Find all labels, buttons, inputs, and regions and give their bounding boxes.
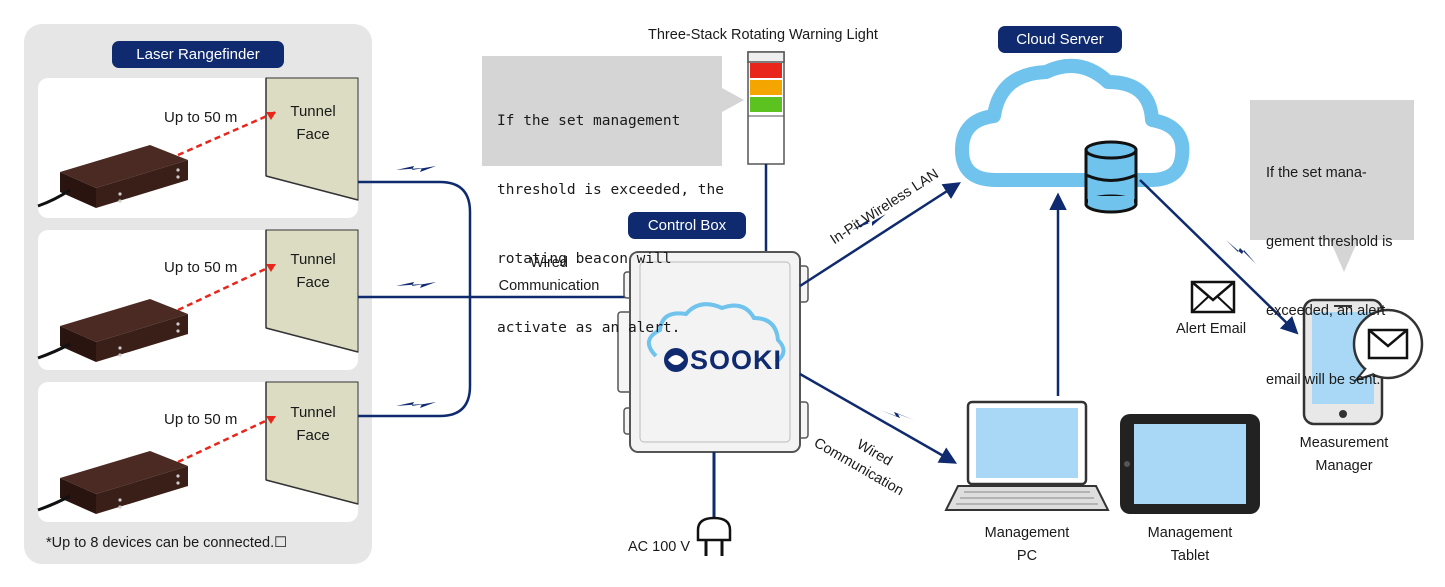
laptop-icon xyxy=(944,400,1110,511)
tunnel-face-line: Tunnel xyxy=(290,251,336,268)
alert-email-label: Alert Email xyxy=(1176,321,1247,337)
warning-callout-text: If the set management threshold is excee… xyxy=(497,64,724,363)
device-label-line: Management xyxy=(984,525,1070,541)
callout-line: threshold is exceeded, the xyxy=(497,182,724,198)
signal-icon xyxy=(880,410,914,420)
callout-line: activate as an alert. xyxy=(497,320,681,336)
wireless-link xyxy=(799,182,961,288)
warning-callout-box xyxy=(482,56,744,166)
laser-device-3 xyxy=(37,451,188,514)
device-count-note: *Up to 8 devices can be connected.☐ xyxy=(46,535,288,551)
callout-line: rotating beacon will xyxy=(497,251,672,267)
control-box xyxy=(617,251,809,453)
callout-line: email will be sent. xyxy=(1266,372,1381,388)
range-label-2: Up to 50 m xyxy=(164,259,238,276)
signal-icon xyxy=(1226,240,1256,264)
callout-line: If the set mana- xyxy=(1266,165,1367,181)
database-icon xyxy=(1084,140,1138,214)
tunnel-face-line: Tunnel xyxy=(290,404,336,421)
rangefinder-unit-1 xyxy=(37,77,359,218)
signal-icon xyxy=(396,166,436,408)
cloud-to-phone-link xyxy=(1139,179,1299,335)
power-label: AC 100 V xyxy=(628,539,691,555)
management-tablet-label: Management Tablet xyxy=(1130,522,1250,568)
warning-light-stack xyxy=(747,51,785,165)
device-label-line: Measurement xyxy=(1299,435,1389,451)
brand-logo: SOOKI xyxy=(690,345,783,375)
tunnel-face-line: Face xyxy=(296,126,330,143)
envelope-icon xyxy=(1190,280,1236,314)
tunnel-face-line: Tunnel xyxy=(290,103,336,120)
rangefinder-unit-2 xyxy=(37,229,359,370)
tunnel-face-label-2: Tunnel Face xyxy=(278,248,348,294)
device-label-line: Manager xyxy=(1315,458,1373,474)
warning-light-title: Three-Stack Rotating Warning Light xyxy=(648,27,878,43)
range-label-1: Up to 50 m xyxy=(164,109,238,126)
wired-label-line: Communication xyxy=(498,278,600,294)
cloud-icon xyxy=(955,59,1190,187)
callout-line: If the set management xyxy=(497,113,681,129)
rangefinder-unit-3 xyxy=(37,381,359,522)
email-callout-box xyxy=(1250,100,1414,272)
measurement-manager-label: Measurement Manager xyxy=(1282,432,1406,478)
signal-icon xyxy=(852,214,886,230)
wired-label-line: Wired xyxy=(530,255,568,271)
tunnel-face-label-1: Tunnel Face xyxy=(278,100,348,146)
power-plug-icon xyxy=(696,452,732,556)
tablet-icon xyxy=(1120,414,1260,514)
wired-communication-left-label: Wired Communication xyxy=(494,252,604,298)
tunnel-face-line: Face xyxy=(296,274,330,291)
control-box-title-badge: Control Box xyxy=(628,212,746,239)
laser-device-1 xyxy=(37,145,188,208)
device-label-line: Tablet xyxy=(1170,548,1210,564)
tunnel-face-label-3: Tunnel Face xyxy=(278,401,348,447)
laser-device-2 xyxy=(37,299,188,362)
email-callout-text: If the set mana- gement threshold is exc… xyxy=(1266,116,1393,415)
range-label-3: Up to 50 m xyxy=(164,411,238,428)
management-pc-label: Management PC xyxy=(968,522,1086,568)
device-label-line: Management xyxy=(1147,525,1233,541)
cloud-server-title-badge: Cloud Server xyxy=(998,26,1122,53)
rangefinder-title-badge: Laser Rangefinder xyxy=(112,41,284,68)
wired-link-right xyxy=(799,372,958,464)
email-notification-icon xyxy=(1352,308,1424,383)
callout-line: gement threshold is xyxy=(1266,234,1393,250)
tunnel-face-line: Face xyxy=(296,427,330,444)
wired-bus-left xyxy=(358,180,628,418)
device-label-line: PC xyxy=(1016,548,1038,564)
callout-line: exceeded, an alert xyxy=(1266,303,1386,319)
